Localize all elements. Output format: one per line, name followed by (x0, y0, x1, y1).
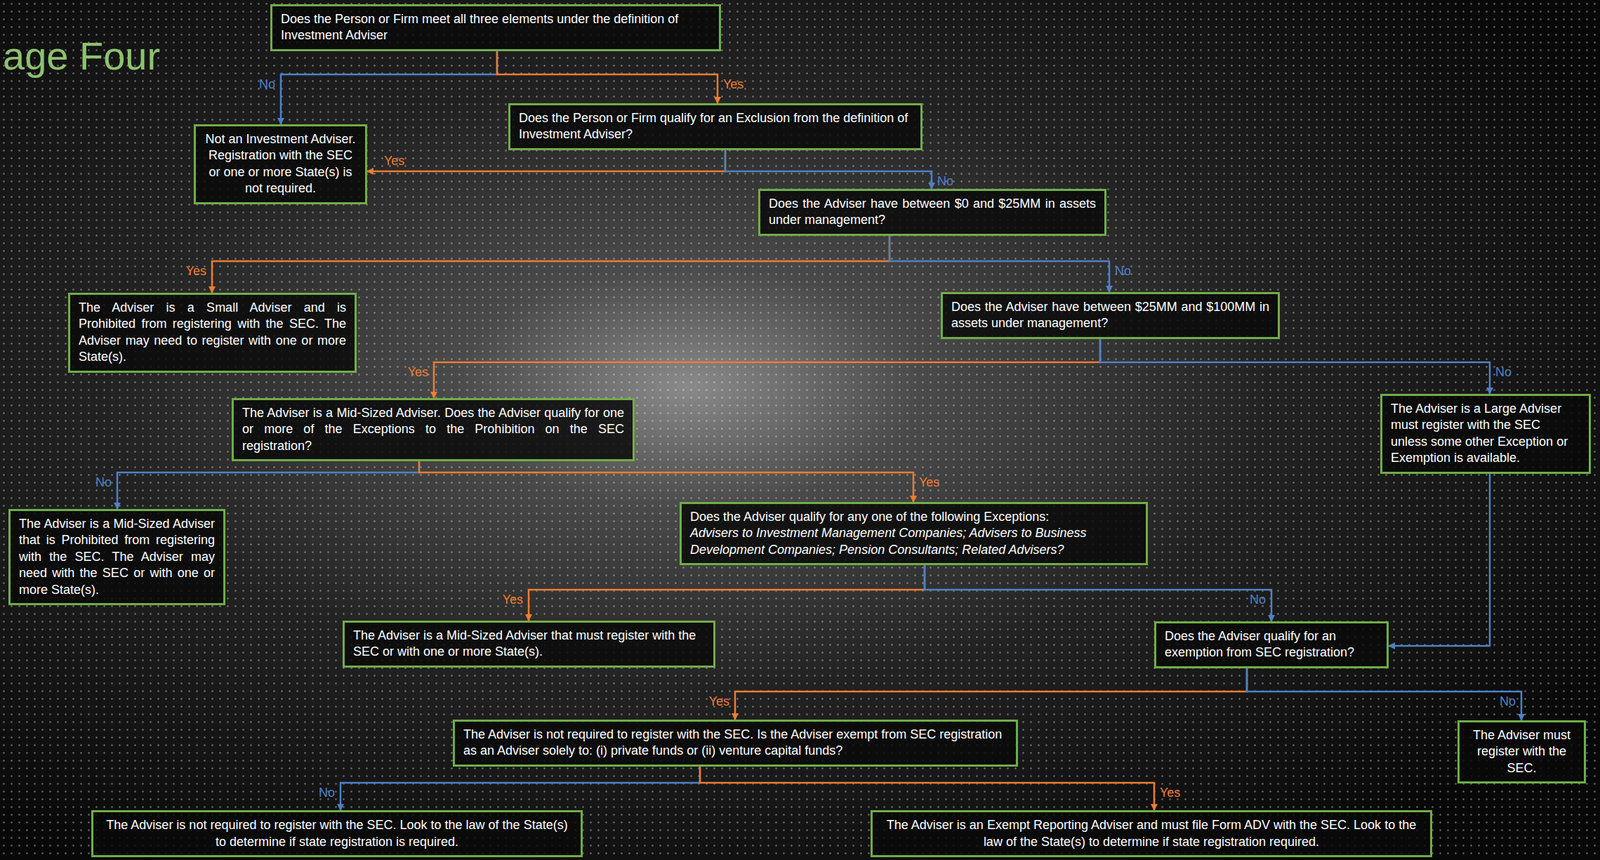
box-text: The Adviser is a Large Adviser must regi… (1390, 400, 1581, 467)
connector (419, 461, 914, 502)
box-text: The Adviser must register with the SEC. (1468, 727, 1576, 777)
box-text: Does the Adviser qualify for any one of … (690, 508, 1138, 526)
connector (280, 51, 498, 125)
connector (1246, 668, 1522, 721)
box-text: Not an Investment Adviser. Registration … (204, 131, 357, 198)
connector (735, 668, 1247, 720)
edge-label: Yes (406, 365, 430, 380)
connector (340, 766, 700, 811)
outcome-box: Not an Investment Adviser. Registration … (193, 124, 368, 205)
edge-label: No (1498, 694, 1518, 709)
edge-label: No (1113, 263, 1133, 279)
edge-label: No (257, 77, 277, 92)
outcome-box: The Adviser is a Mid-Sized Adviser that … (342, 620, 716, 668)
edge-label: Yes (917, 475, 941, 490)
decision-box: The Adviser is a Mid-Sized Adviser. Does… (231, 398, 635, 462)
edge-label: Yes (501, 592, 525, 607)
decision-box: Does the Adviser have between $0 and $25… (758, 188, 1107, 236)
box-text: The Adviser is a Small Adviser and is Pr… (78, 299, 347, 366)
box-text: Does the Adviser have between $25MM and … (951, 299, 1270, 333)
page-title: age Four (2, 36, 161, 76)
box-text: Does the Adviser qualify for an exemptio… (1164, 628, 1379, 662)
decision-box: Does the Person or Firm qualify for an E… (508, 103, 923, 151)
decision-box: Does the Adviser qualify for an exemptio… (1154, 621, 1389, 669)
outcome-box: The Adviser is a Large Adviser must regi… (1380, 393, 1591, 474)
outcome-box: The Adviser is a Mid-Sized Adviser that … (8, 508, 226, 606)
box-text: The Adviser is a Mid-Sized Adviser. Does… (242, 405, 625, 455)
connector (367, 150, 726, 172)
connector (725, 150, 932, 189)
box-text: Does the Adviser have between $0 and $25… (768, 195, 1096, 229)
connector (117, 461, 420, 509)
edge-label: Yes (184, 263, 208, 279)
decision-box: Does the Adviser have between $25MM and … (940, 292, 1280, 340)
box-text: The Adviser is a Mid-Sized Adviser that … (353, 627, 705, 661)
box-text: The Adviser is an Exempt Reporting Advis… (881, 817, 1422, 851)
connector (1100, 339, 1490, 394)
decision-box: Does the Person or Firm meet all three e… (270, 4, 722, 52)
connector (889, 235, 1110, 293)
connector (1388, 473, 1490, 646)
outcome-box: The Adviser is a Small Adviser and is Pr… (68, 292, 357, 373)
connector (924, 565, 1272, 622)
box-detail: Advisers to Investment Management Compan… (690, 525, 1138, 559)
edge-label: No (317, 785, 337, 800)
box-text: The Adviser is not required to register … (101, 817, 573, 851)
connector (528, 565, 925, 621)
box-text: Does the Person or Firm meet all three e… (280, 11, 711, 45)
edge-label: Yes (1158, 785, 1182, 800)
outcome-box: The Adviser must register with the SEC. (1457, 720, 1586, 784)
box-text: Does the Person or Firm qualify for an E… (518, 110, 912, 144)
connector (433, 339, 1101, 399)
edge-label: Yes (382, 153, 406, 168)
outcome-box: The Adviser is not required to register … (91, 810, 583, 858)
edge-label: No (935, 174, 955, 189)
outcome-box: The Adviser is an Exempt Reporting Advis… (870, 810, 1433, 858)
connector (212, 235, 890, 293)
edge-label: No (94, 475, 114, 490)
box-text: The Adviser is a Mid-Sized Adviser that … (18, 516, 215, 599)
edge-label: No (1493, 365, 1513, 380)
connector (699, 766, 1155, 811)
edge-label: No (1248, 592, 1268, 607)
edge-label: Yes (721, 77, 745, 92)
connector (497, 51, 718, 104)
box-text: The Adviser is not required to register … (463, 726, 1008, 760)
edge-label: Yes (707, 694, 731, 709)
decision-box: The Adviser is not required to register … (452, 719, 1018, 767)
decision-box: Does the Adviser qualify for any one of … (679, 501, 1148, 566)
